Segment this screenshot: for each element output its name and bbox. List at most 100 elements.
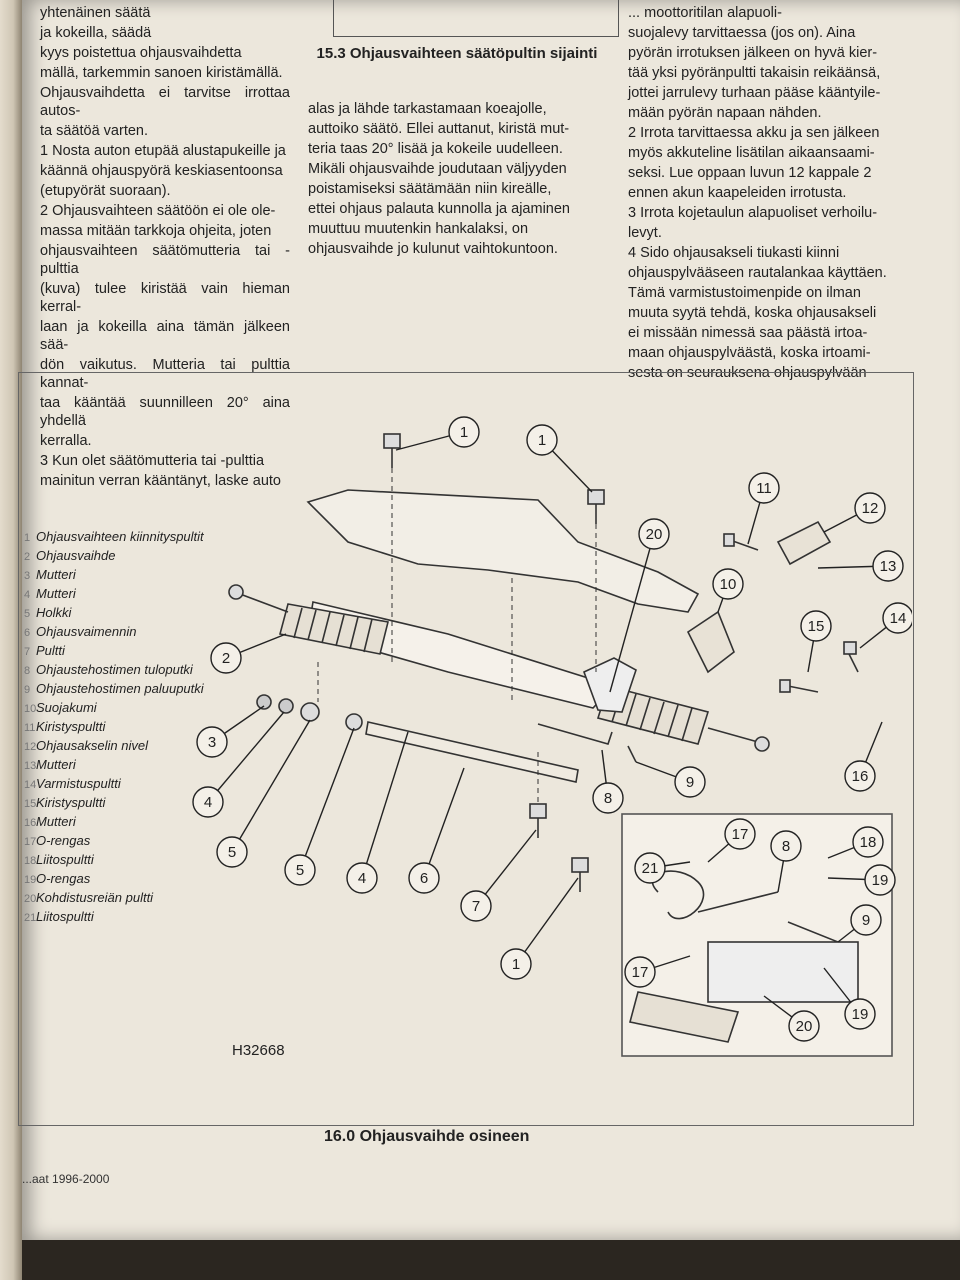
callout-number: 11 [756,480,772,497]
text-line: 2 Ohjausvaihteen säätöön ei ole ole- [40,203,276,219]
pinion-housing [582,657,637,713]
legend-number: 20 [24,893,37,905]
callout-circle [408,862,440,894]
callout-leader [475,829,537,907]
callout-number: 10 [720,576,737,593]
text-line: Tämä varmistustoimenpide on ilman [628,285,861,301]
callout-circle [854,492,886,524]
text-line: maan ohjauspylväästä, koska irtoami- [628,345,871,361]
callout-circle [460,890,492,922]
callout-circle [196,726,228,758]
callout-number: 1 [538,432,546,449]
callout-circle [526,424,558,456]
callout-circle [864,864,896,896]
legend-label: Ohjausvaimennin [36,624,137,639]
text-line: Mikäli ohjausvaihde joudutaan väljyyden [308,161,567,177]
callout-number: 16 [852,768,869,785]
callout-circle [882,602,912,634]
callout-circle [624,956,656,988]
legend-item: 16Mutteri [24,813,254,832]
callout-circle [210,642,242,674]
legend-number: 21 [24,912,37,924]
legend-item: 17O-rengas [24,832,254,851]
callout-circle [788,1010,820,1042]
legend-number: 12 [24,741,37,753]
text-line: ei missään nimessä saa päästä irtoa- [628,325,868,341]
text-line: auttoiko säätö. Ellei auttanut, kiristä … [308,121,570,137]
legend-item: 15Kiristyspultti [24,794,254,813]
text-line: myös akkuteline lisätilan aikaansaami- [628,145,875,161]
text-line: 2 Irrota tarvittaessa akku ja sen jälkee… [628,125,880,141]
callout-circle [852,826,884,858]
legend-number: 8 [24,665,31,677]
legend-number: 10 [24,703,37,715]
legend-label: Ohjausvaihteen kiinnityspultit [36,529,204,544]
text-line: ennen akun kaapeleiden irrotusta. [628,185,847,201]
text-line: 3 Irrota kojetaulun alapuoliset verhoilu… [628,205,878,221]
legend-item: 10Suojakumi [24,699,254,718]
text-line: käännä ohjauspyörä keskiasentoonsa [40,163,283,179]
legend-label: Ohjausakselin nivel [36,738,149,753]
text-line: (etupyörät suoraan). [40,183,171,199]
text-line: dön vaikutus. Mutteria tai pulttia kanna… [40,357,290,391]
text-line: seksi. Lue oppaan luvun 12 kappale 2 [628,165,872,181]
callout-circle [674,766,706,798]
callout-circle [284,854,316,886]
text-line: tää yksi pyöränpultti takaisin reikäänsä… [628,65,881,81]
text-line: taa kääntää suunnilleen 20° aina yhdellä [40,395,290,429]
page-footer: ...aat 1996-2000 [22,1172,110,1186]
text-line: 3 Kun olet säätömutteria tai -pulttia [40,453,265,469]
text-line: ... moottoritilan alapuoli- [628,5,782,21]
text-line: alas ja lähde tarkastamaan koeajolle, [308,101,547,117]
legend-item: 18Liitospultti [24,851,254,870]
text-line: 4 Sido ohjausakseli tiukasti kiinni [628,245,840,261]
legend-label: O-rengas [36,871,91,886]
legend-number: 3 [24,570,31,582]
callout-circle [216,836,248,868]
callout-circle [634,852,666,884]
callout-number: 6 [420,870,428,887]
nut-4 [278,698,294,714]
text-line: teria taas 20° lisää ja kokeile uudellee… [308,141,563,157]
callout-number: 19 [872,872,889,889]
text-line: mään pyörän napaan nähden. [628,105,822,121]
text-line: ettei ohjaus palauta kunnolla ja ajamine… [308,201,570,217]
text-line: suojalevy tarvittaessa (jos on). Aina [628,25,856,41]
return-pipe [627,745,637,763]
callout-circle [192,786,224,818]
bushing-5b [345,713,363,731]
text-line: mainitun verran kääntänyt, laske auto [40,473,281,489]
text-line: jottei jarrulevy turhaan pääse kääntyile… [628,85,881,101]
legend-number: 4 [24,589,31,601]
text-line: Ohjausvaihdetta ei tarvitse irrottaa aut… [40,85,290,119]
callout-circle [748,472,780,504]
text-line: (kuva) tulee kiristää vain hieman kerral… [40,281,290,315]
callout-circle [500,948,532,980]
callout-leader [207,711,285,803]
legend-number: 16 [24,817,37,829]
callout-circle [638,518,670,550]
left-tie-rod-end [228,584,244,600]
legend-number: 5 [24,608,31,620]
callout-leader [231,719,311,853]
middle-text-column: alas ja lähde tarkastamaan koeajolle, aut… [308,100,614,260]
legend-item: 21Liitospultti [24,908,254,927]
callout-number: 21 [642,860,659,877]
legend-item: 13Mutteri [24,756,254,775]
text-line: massa mitään tarkkoja ohjeita, joten [40,223,272,239]
left-bellows [279,603,389,655]
callout-number: 2 [222,650,230,667]
text-line: kyys poistettua ohjausvaihdetta [40,45,242,61]
feed-pipe [537,723,613,745]
callout-number: 7 [472,898,480,915]
legend-number: 7 [24,646,31,658]
figure-code: H32668 [232,1042,285,1059]
left-tie-rod [239,593,289,613]
callout-circle [844,760,876,792]
right-tie-rod-end [754,736,770,752]
